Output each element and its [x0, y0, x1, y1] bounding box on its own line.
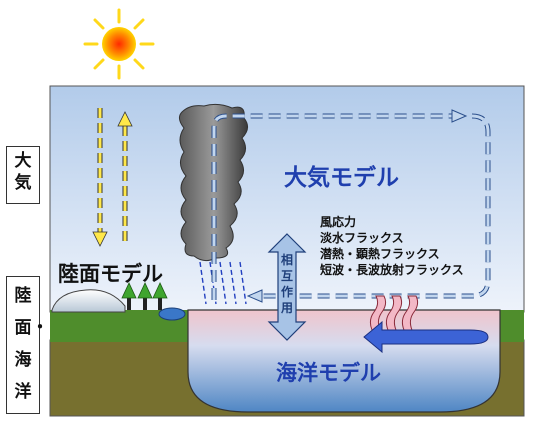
- snow-hill: [51, 289, 126, 313]
- interaction-label: 相互作用: [280, 253, 293, 315]
- grass-right: [496, 310, 524, 342]
- trees: [121, 282, 168, 310]
- side-label-atmosphere-text: 大気: [14, 151, 32, 193]
- ocean-model-label: 海洋モデル: [276, 361, 381, 385]
- lake: [158, 307, 186, 321]
- side-label-land-ocean-text: 陸面・海洋: [14, 286, 49, 402]
- flux-item: 淡水フラックス: [320, 231, 404, 245]
- interaction-arrow: [267, 233, 307, 341]
- radiation-up-arrow: [117, 111, 133, 244]
- flux-item: 風応力: [320, 215, 357, 229]
- ocean-current-arrow: [363, 320, 489, 354]
- heat-flux-arrows: [369, 295, 419, 331]
- loop-arrowhead-top: [451, 109, 468, 123]
- side-label-land-ocean: 陸面・海洋: [6, 276, 49, 414]
- sun-icon: [83, 8, 155, 80]
- flux-list: 風応力 淡水フラックス 潜熱・顕熱フラックス 短波・長波放射フラックス: [320, 214, 464, 278]
- side-label-atmosphere: 大気: [6, 146, 40, 204]
- atmosphere-model-label: 大気モデル: [284, 165, 399, 191]
- flux-item: 潜熱・顕熱フラックス: [320, 247, 440, 261]
- flux-item: 短波・長波放射フラックス: [320, 263, 464, 277]
- atmosphere-circulation-arrow: [211, 113, 491, 300]
- land-model-label: 陸面モデル: [58, 262, 163, 286]
- loop-arrowhead-bottom: [246, 289, 263, 303]
- radiation-down-arrow: [92, 108, 108, 247]
